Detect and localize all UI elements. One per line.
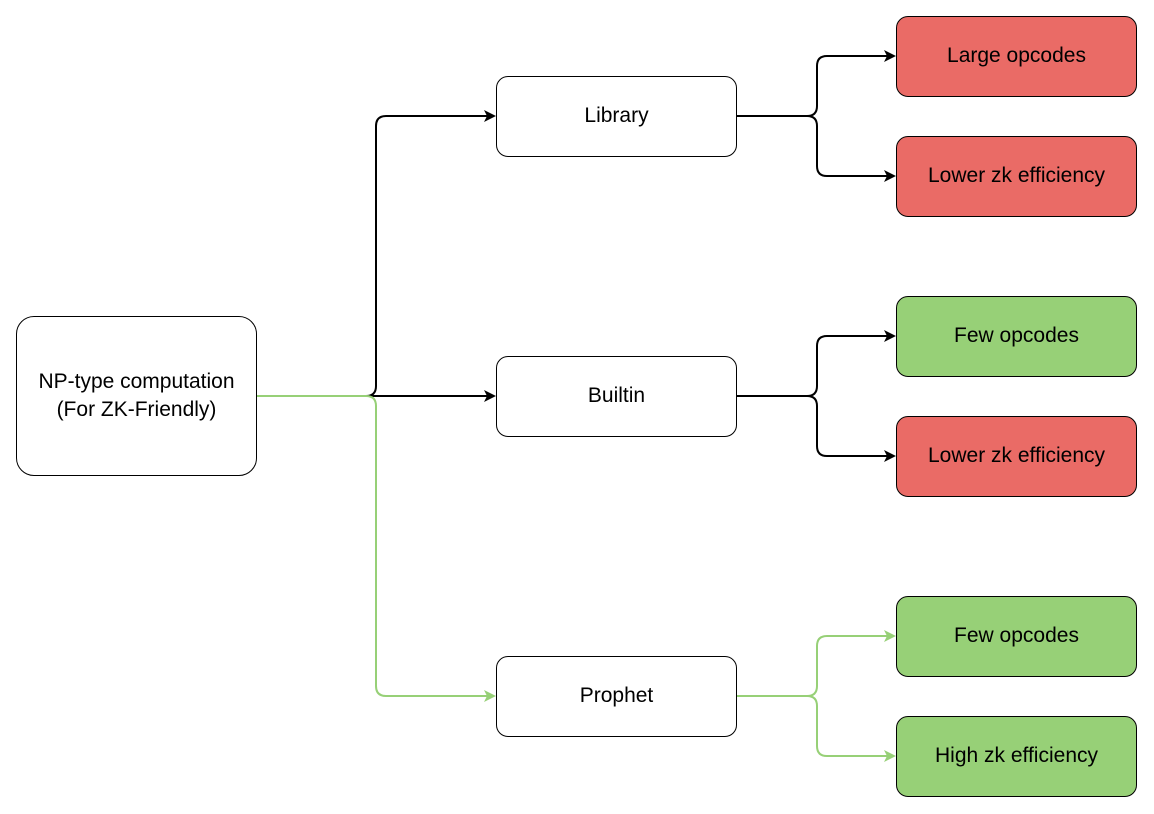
root-label-line1: NP-type computation [38, 369, 235, 393]
outcome-node-prophet-2[interactable]: High zk efficiency [896, 716, 1137, 797]
edge-prophet-high-zk [737, 695, 896, 762]
branch-label-prophet: Prophet [579, 684, 654, 708]
edge-builtin-lower-zk [737, 395, 896, 462]
outcome-node-prophet-1[interactable]: Few opcodes [896, 596, 1137, 677]
outcome-label: Lower zk efficiency [927, 164, 1106, 188]
outcome-label: Large opcodes [947, 44, 1086, 68]
edge-root-library [257, 110, 496, 397]
outcome-label: High zk efficiency [934, 744, 1099, 768]
outcome-label: Few opcodes [954, 624, 1079, 648]
root-node[interactable]: NP-type computation (For ZK-Friendly) [16, 316, 257, 476]
branch-node-builtin[interactable]: Builtin [496, 356, 737, 437]
edge-library-lower-zk [737, 115, 896, 182]
root-label: NP-type computation (For ZK-Friendly) [38, 368, 234, 425]
edge-builtin-few-opcodes [737, 330, 896, 397]
branch-node-library[interactable]: Library [496, 76, 737, 157]
branch-node-prophet[interactable]: Prophet [496, 656, 737, 737]
outcome-node-library-2[interactable]: Lower zk efficiency [896, 136, 1137, 217]
outcome-label: Lower zk efficiency [927, 444, 1106, 468]
edge-prophet-few-opcodes [737, 630, 896, 697]
branch-label-library: Library [584, 104, 649, 128]
outcome-node-builtin-1[interactable]: Few opcodes [896, 296, 1137, 377]
outcome-node-library-1[interactable]: Large opcodes [896, 16, 1137, 97]
root-label-line2: (For ZK-Friendly) [56, 398, 217, 421]
outcome-node-builtin-2[interactable]: Lower zk efficiency [896, 416, 1137, 497]
branch-label-builtin: Builtin [587, 384, 646, 408]
edge-root-prophet [257, 395, 496, 702]
edge-library-large-opcodes [737, 50, 896, 117]
outcome-label: Few opcodes [954, 324, 1079, 348]
